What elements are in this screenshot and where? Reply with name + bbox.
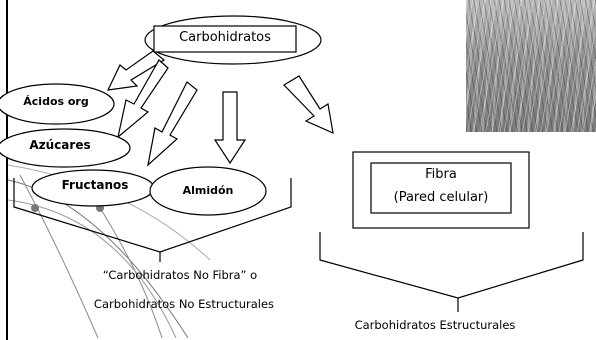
- fibra-inner-box: [370, 162, 512, 214]
- fibra-sublabel: (Pared celular): [393, 190, 489, 205]
- arrow-to-azucares: [117, 59, 169, 139]
- node-label-almidon: Almidón: [182, 184, 234, 197]
- decorative-curve: [94, 199, 163, 339]
- node-label-fructanos: Fructanos: [61, 178, 129, 192]
- arrow-to-fructanos: [147, 81, 198, 167]
- fibra-label: Fibra: [425, 167, 457, 182]
- structural-bracket: [319, 232, 584, 299]
- node-ellipse-azucares: [0, 128, 131, 168]
- decorative-curve: [19, 174, 99, 339]
- left-border-line: [6, 0, 8, 340]
- root-inner-box: [153, 25, 297, 53]
- non-fiber-caption-line1: “Carbohidratos No Fibra” o: [102, 268, 258, 282]
- node-label-azucares: Azúcares: [29, 138, 91, 152]
- root-label: Carbohidratos: [179, 30, 271, 45]
- grass-field-photo: [466, 0, 596, 132]
- structural-caption: Carbohidratos Estructurales: [354, 318, 516, 332]
- node-label-acidos: Ácidos org: [23, 95, 89, 108]
- decorative-dot: [31, 204, 39, 212]
- arrow-to-fibra: [283, 75, 334, 135]
- decorative-curve: [7, 179, 189, 339]
- node-ellipse-almidon: [149, 166, 267, 216]
- arrow-to-almidon: [213, 91, 247, 165]
- node-ellipse-acidos: [0, 83, 115, 125]
- non-fiber-caption-line2: Carbohidratos No Estructurales: [93, 297, 275, 311]
